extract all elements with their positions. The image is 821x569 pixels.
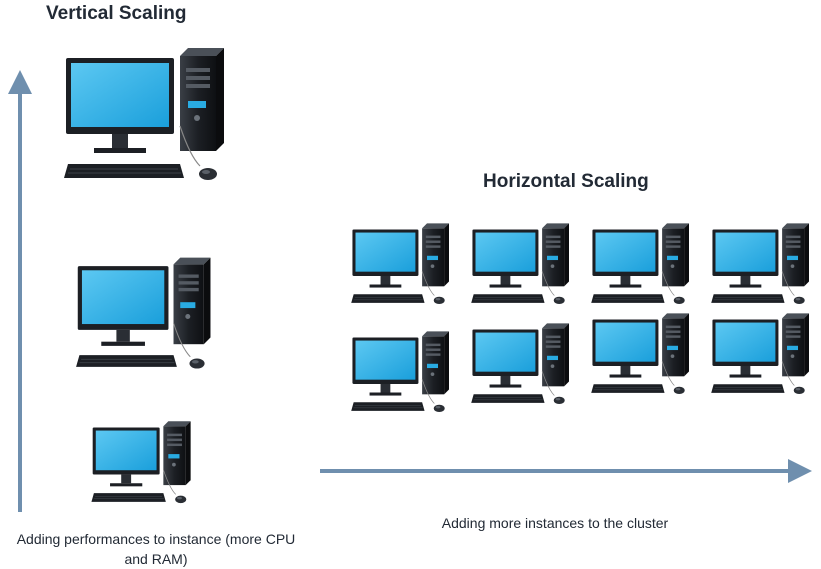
horizontal-computer [710,222,820,314]
horizontal-computer [350,330,460,422]
horizontal-computer [470,222,580,314]
horizontal-computer [590,312,700,404]
vertical-computer-small [90,420,202,513]
vertical-computer-medium [74,256,226,382]
horizontal-computer [590,222,700,314]
vertical-scaling-caption: Adding performances to instance (more CP… [16,531,296,567]
horizontal-computer [350,222,460,314]
horizontal-scaling-title: Horizontal Scaling [483,171,649,192]
horizontal-computer [470,322,580,414]
vertical-arrow [8,70,32,512]
horizontal-computer [710,312,820,404]
horizontal-arrow [320,459,812,483]
horizontal-scaling-caption: Adding more instances to the cluster [441,515,669,531]
vertical-scaling-title: Vertical Scaling [46,3,187,24]
vertical-computer-large [62,46,242,196]
